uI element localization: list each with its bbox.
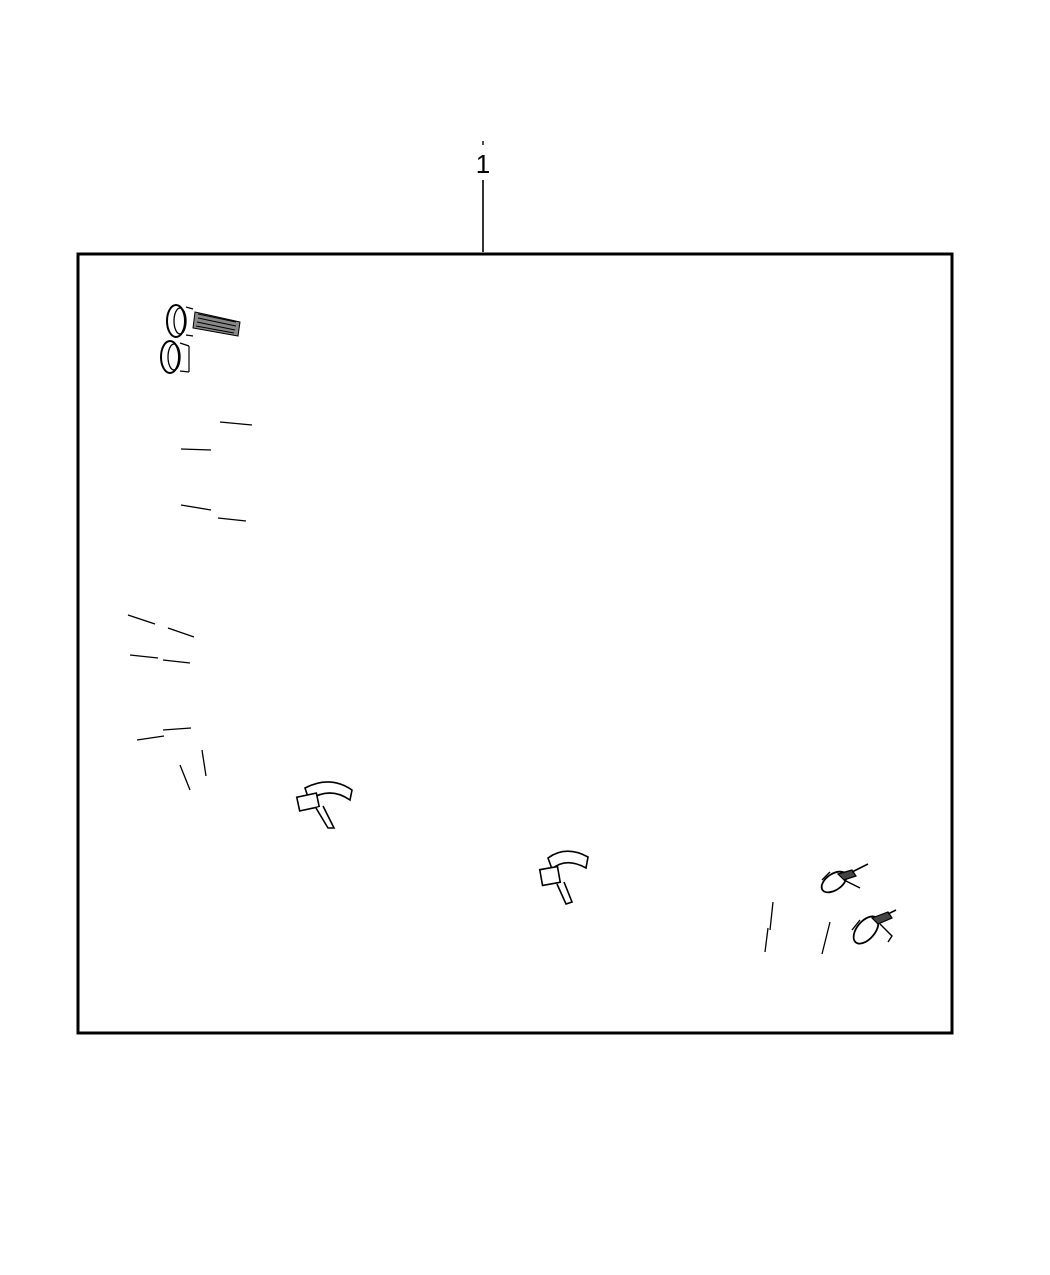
- upper-hose-end-fitting: [166, 304, 241, 338]
- hose-strap-right: [538, 850, 589, 905]
- heater-hose-assembly[interactable]: [127, 304, 897, 961]
- hose-segment-lines: [127, 421, 831, 955]
- lower-hose-body: [127, 342, 888, 961]
- diagram-frame: [76, 252, 954, 1035]
- lower-hose-end-fitting: [160, 340, 190, 374]
- callout-number-1[interactable]: 1: [476, 149, 490, 179]
- upper-hose-body: [163, 309, 858, 953]
- hose-strap-left: [295, 781, 353, 829]
- lower-right-hose-clamp: [851, 909, 897, 945]
- upper-right-hose-clamp: [820, 863, 869, 894]
